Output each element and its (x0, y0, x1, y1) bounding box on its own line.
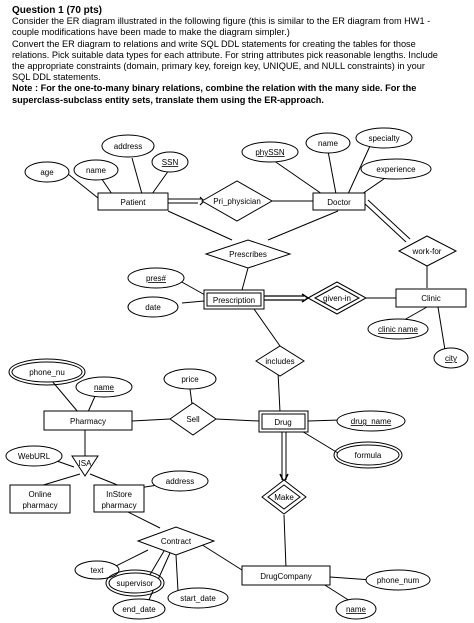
isa-triangle: ISA (71, 455, 99, 477)
attr-phone-nu: phone_nu (29, 368, 65, 377)
attr-phone-num: phone_num (377, 576, 420, 585)
relationship-includes: includes (255, 345, 305, 377)
multivalued-outer-ellipses (8, 358, 403, 597)
attr-name-company: name (346, 605, 367, 614)
attr-name-pharmacy: name (94, 383, 115, 392)
attr-clinic-name: clinic name (378, 325, 419, 334)
attr-date: date (145, 303, 161, 312)
attr-ssn: SSN (162, 158, 179, 167)
entity-clinic: Clinic (395, 288, 467, 308)
relationship-work-for: work-for (397, 235, 458, 267)
entity-prescription-label: Prescription (213, 296, 255, 305)
entity-patient-label: Patient (121, 198, 147, 207)
question-line-2: couple modifications have been made to m… (12, 27, 290, 38)
entity-clinic-label: Clinic (421, 294, 441, 303)
relationship-work-for-label: work-for (412, 247, 442, 256)
attr-physsn: phySSN (255, 148, 285, 157)
relationship-sell: Sell (169, 402, 217, 436)
attr-city: city (445, 354, 457, 363)
question-line-6: SQL DDL statements. (12, 72, 101, 83)
attr-address-instore: address (166, 477, 194, 486)
attribute-ellipses (5, 127, 469, 620)
attr-text: text (91, 566, 105, 575)
entity-online-pharmacy-label-1: Online (28, 490, 52, 499)
entity-online-pharmacy: Online pharmacy (9, 484, 71, 514)
relationship-pri-physician-label: Pri_physician (213, 197, 261, 206)
entity-drug-company: DrugCompany (241, 565, 331, 586)
relationship-prescribes-label: Prescribes (229, 250, 267, 259)
question-text: Question 1 (70 pts) Consider the ER diag… (12, 5, 464, 106)
entity-drug-company-label: DrugCompany (260, 572, 312, 581)
attribute-labels: address SSN name age phySSN name special… (18, 134, 457, 614)
entity-pharmacy-label: Pharmacy (70, 417, 106, 426)
question-note-1: Note : For the one-to-many binary relati… (12, 83, 417, 94)
entity-doctor: Doctor (312, 192, 366, 211)
relationship-given-in: given-in (306, 281, 368, 315)
attr-supervisor: supervisor (117, 579, 154, 588)
relationship-prescribes: Prescribes (204, 239, 292, 269)
question-line-5: the appropriate constraints (domain, pri… (12, 61, 425, 72)
attr-experience: experience (376, 165, 416, 174)
attr-name-doctor: name (318, 139, 339, 148)
attr-formula: formula (355, 451, 382, 460)
question-note-2: superclass-subclass entity sets, transla… (12, 94, 324, 105)
attr-age: age (40, 168, 54, 177)
question-title: Question 1 (70 pts) (12, 5, 103, 16)
entity-drug: Drug (258, 410, 309, 433)
relationship-make: Make (261, 479, 307, 515)
entity-instore-pharmacy-label-1: InStore (106, 490, 132, 499)
entity-pharmacy: Pharmacy (43, 410, 133, 431)
attr-drug-name: drug_name (351, 417, 392, 426)
relationship-contract-label: Contract (161, 537, 192, 546)
relationship-sell-label: Sell (186, 415, 200, 424)
constraint-lines (168, 196, 428, 483)
attr-address-patient: address (114, 142, 142, 151)
attr-start-date: start_date (180, 594, 216, 603)
entity-patient: Patient (97, 192, 169, 211)
attr-end-date: end_date (122, 605, 156, 614)
relationship-given-in-label: given-in (323, 294, 351, 303)
question-line-3: Convert the ER diagram to relations and … (12, 38, 416, 49)
isa-label: ISA (79, 459, 93, 468)
relationship-contract: Contract (136, 526, 216, 556)
entity-prescription: Prescription (203, 289, 265, 310)
attr-price: price (181, 375, 199, 384)
relationship-includes-label: includes (265, 357, 294, 366)
entity-doctor-label: Doctor (327, 198, 351, 207)
attr-pres-num: pres# (146, 274, 167, 283)
entity-instore-pharmacy-label-2: pharmacy (101, 501, 136, 510)
relationship-pri-physician: Pri_physician (200, 180, 274, 222)
question-line-4: relations. Pick suitable data types for … (12, 49, 438, 60)
question-line-1: Consider the ER diagram illustrated in t… (12, 16, 431, 27)
entity-online-pharmacy-label-2: pharmacy (22, 501, 57, 510)
relationship-make-label: Make (274, 493, 294, 502)
attr-weburl: WebURL (18, 452, 51, 461)
entity-instore-pharmacy: InStore pharmacy (93, 484, 145, 513)
attr-specialty: specialty (368, 134, 399, 143)
attr-name-patient: name (86, 166, 107, 175)
entity-drug-label: Drug (274, 418, 291, 427)
